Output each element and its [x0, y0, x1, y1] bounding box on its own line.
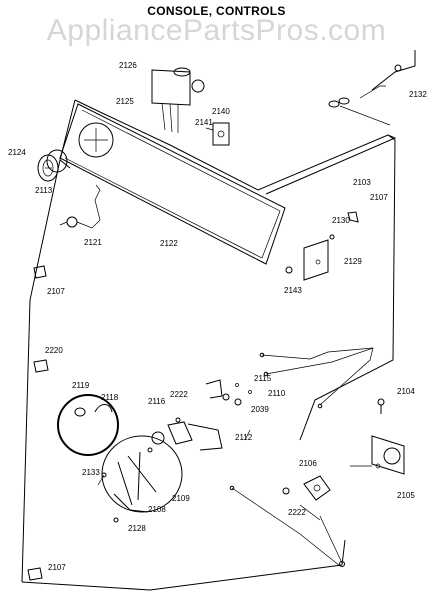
label-2107-left: 2107	[47, 287, 65, 296]
label-2130: 2130	[332, 216, 350, 225]
clip-2107-bottom	[27, 567, 43, 581]
label-2129: 2129	[344, 257, 362, 266]
label-2107-right: 2107	[370, 193, 388, 202]
timer-dial	[78, 122, 114, 158]
label-2121: 2121	[84, 238, 102, 247]
label-2108: 2108	[148, 505, 166, 514]
label-2222-bottom: 2222	[288, 508, 306, 517]
control-knob-2124	[37, 149, 68, 182]
label-2039: 2039	[251, 405, 269, 414]
wiring-harness-lower	[229, 347, 374, 567]
label-2119: 2119	[72, 381, 90, 390]
label-2132: 2132	[409, 90, 427, 99]
harness-2132	[328, 50, 416, 126]
label-2222-top: 2222	[170, 390, 188, 399]
console-panel	[21, 99, 397, 591]
label-2125: 2125	[116, 97, 134, 106]
label-2104: 2104	[397, 387, 415, 396]
clip-2107-left	[33, 265, 47, 279]
label-2133: 2133	[82, 468, 100, 477]
label-2128: 2128	[128, 524, 146, 533]
label-2140: 2140	[212, 107, 230, 116]
label-2143: 2143	[284, 286, 302, 295]
plug-2121	[59, 184, 101, 229]
watermark: AppliancePartsPros.com	[46, 14, 387, 47]
label-2116: 2116	[148, 397, 166, 406]
clip-2220	[33, 359, 49, 373]
label-2105: 2105	[397, 491, 415, 500]
bracket-2129	[285, 234, 335, 281]
thermostat-2106	[282, 475, 331, 501]
label-2107-bottom: 2107	[48, 563, 66, 572]
label-2122: 2122	[160, 239, 178, 248]
switch-2140	[205, 122, 230, 146]
label-2112: 2112	[235, 433, 253, 442]
label-2118: 2118	[101, 393, 119, 402]
label-2124: 2124	[8, 148, 26, 157]
label-2110: 2110	[268, 389, 286, 398]
label-2109: 2109	[172, 494, 190, 503]
label-2141: 2141	[195, 118, 213, 127]
diagram-title: CONSOLE, CONTROLS	[147, 4, 286, 18]
motor-assembly	[57, 379, 252, 523]
label-2220: 2220	[45, 346, 63, 355]
label-2115: 2115	[254, 374, 272, 383]
label-2113: 2113	[35, 186, 53, 195]
timer-2126	[151, 67, 205, 133]
part-number-labels: 2126 2125 2140 2141 2132 2124 2113 2103 …	[8, 61, 427, 572]
clip-2107-right	[347, 211, 359, 223]
label-2126: 2126	[119, 61, 137, 70]
label-2106: 2106	[299, 459, 317, 468]
label-2103: 2103	[353, 178, 371, 187]
thermostat-2104	[371, 398, 405, 475]
